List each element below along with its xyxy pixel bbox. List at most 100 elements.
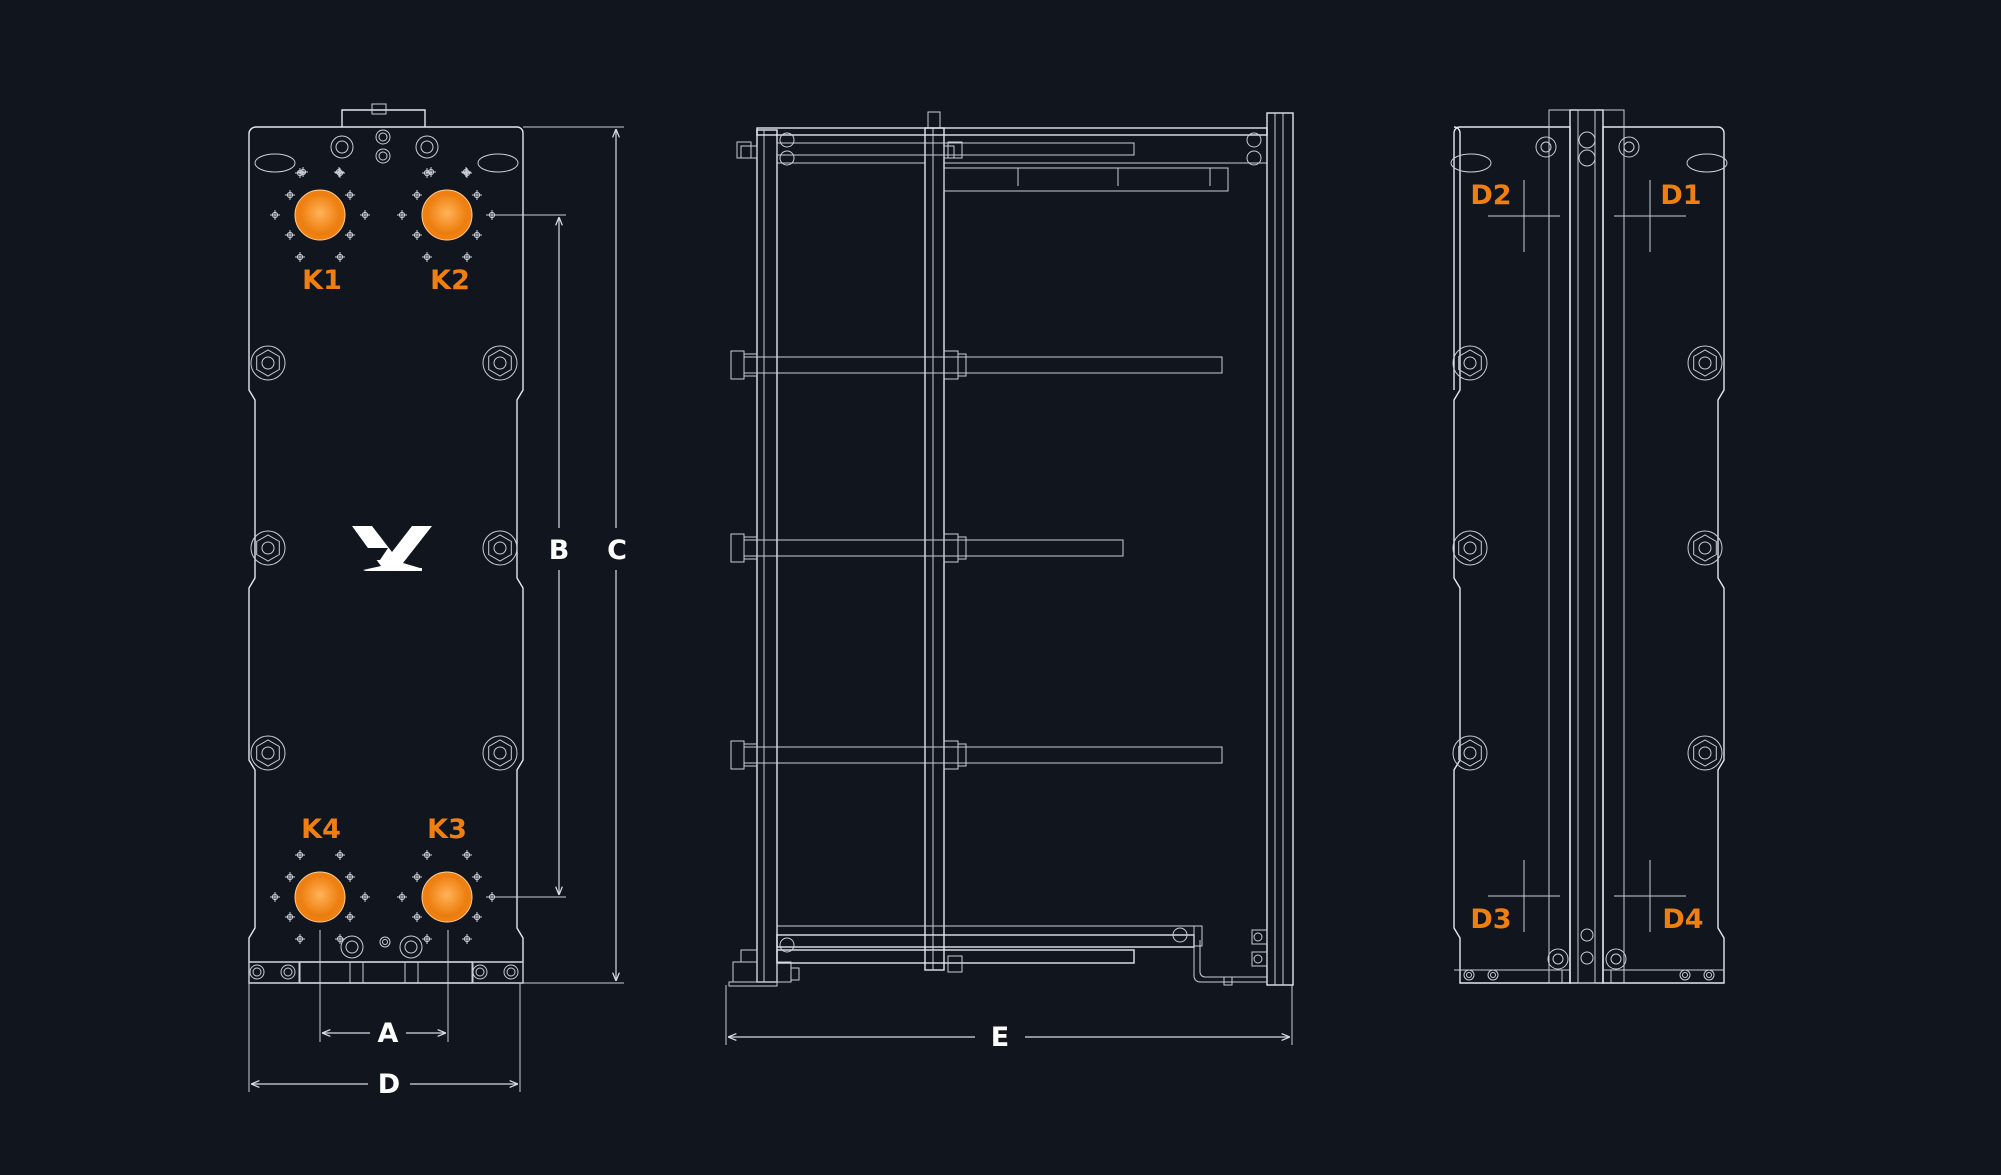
port-connection <box>421 871 473 923</box>
tie-bolt <box>1687 345 1723 381</box>
small-bolt <box>379 936 391 948</box>
stud-hole <box>472 230 482 240</box>
stud-hole <box>422 168 432 178</box>
tie-bolt <box>1452 530 1488 566</box>
stud-hole <box>285 190 295 200</box>
stud-hole <box>360 892 370 902</box>
stud-hole <box>462 850 472 860</box>
side-label-d3: D3 <box>1470 904 1511 935</box>
stud-hole <box>345 230 355 240</box>
tie-bolt <box>1687 735 1723 771</box>
small-bolt <box>375 129 391 145</box>
rod-nut <box>730 533 745 563</box>
port-label-k4: K4 <box>301 814 341 845</box>
stud-hole <box>285 912 295 922</box>
stud-hole <box>397 892 407 902</box>
stud-hole <box>462 252 472 262</box>
stud-hole <box>285 872 295 882</box>
rod-nut <box>947 955 963 973</box>
stud-hole <box>412 872 422 882</box>
port-label-k1: K1 <box>302 265 342 296</box>
stud-hole <box>462 934 472 944</box>
side-label-d1: D1 <box>1660 180 1701 211</box>
stud-hole <box>472 912 482 922</box>
rod-washer <box>957 536 967 560</box>
stud-hole <box>345 912 355 922</box>
rod-washer <box>957 743 967 767</box>
stud-hole <box>412 230 422 240</box>
small-bolt <box>249 964 265 980</box>
stud-hole <box>472 190 482 200</box>
stud-hole <box>412 190 422 200</box>
rod-washer <box>743 353 758 377</box>
small-bolt <box>472 964 488 980</box>
rod-nut <box>947 141 963 159</box>
small-bolt <box>399 935 423 959</box>
stud-hole <box>285 230 295 240</box>
side-view-frame <box>728 111 1294 987</box>
small-bolt <box>1605 948 1627 970</box>
small-bolt <box>1463 969 1475 981</box>
tie-bolt <box>1687 530 1723 566</box>
stud-hole <box>397 210 407 220</box>
rod-nut <box>943 350 959 380</box>
dimension-lines: B C A D E <box>248 126 1293 1100</box>
stud-hole <box>422 252 432 262</box>
small-bolt <box>1487 969 1499 981</box>
stud-hole <box>335 850 345 860</box>
front-view: K1 K2 K4 K3 <box>248 103 524 984</box>
stud-hole <box>298 167 308 177</box>
tie-bolt <box>482 530 518 566</box>
port-label-k3: K3 <box>427 814 467 845</box>
stud-hole <box>412 912 422 922</box>
rod-nut <box>730 350 745 380</box>
rod-washer <box>743 536 758 560</box>
stud-hole <box>461 167 471 177</box>
tie-bolt <box>250 530 286 566</box>
rod-nut <box>943 740 959 770</box>
small-bolt <box>1703 969 1715 981</box>
tie-bolt <box>1452 735 1488 771</box>
side-label-d2: D2 <box>1470 180 1511 211</box>
small-bolt <box>1679 969 1691 981</box>
dimension-label-b: B <box>549 535 570 566</box>
port-label-k2: K2 <box>430 265 470 296</box>
small-bolt <box>503 964 519 980</box>
small-bolt <box>375 148 391 164</box>
tie-rod <box>743 746 1223 764</box>
tie-bolt <box>482 345 518 381</box>
stud-hole <box>295 850 305 860</box>
x-logo-icon <box>352 526 432 571</box>
dimension-label-c: C <box>607 535 627 566</box>
rod-washer <box>957 353 967 377</box>
stud-hole <box>295 934 305 944</box>
rod-nut <box>730 740 745 770</box>
stud-hole <box>270 892 280 902</box>
small-bolt <box>280 964 296 980</box>
stud-hole <box>422 934 432 944</box>
stud-hole <box>295 252 305 262</box>
stud-hole <box>334 167 344 177</box>
stud-hole <box>472 872 482 882</box>
stud-hole <box>345 872 355 882</box>
stud-hole <box>426 167 436 177</box>
small-bolt <box>1618 136 1640 158</box>
rod-washer <box>743 743 758 767</box>
tie-bolt <box>1452 345 1488 381</box>
stud-hole <box>270 210 280 220</box>
tie-bolt <box>482 735 518 771</box>
small-bolt <box>415 135 439 159</box>
rod-nut <box>943 533 959 563</box>
tie-bolt <box>250 345 286 381</box>
stud-hole <box>335 252 345 262</box>
port-connection <box>294 871 346 923</box>
rear-view: D2 D1 D3 D4 <box>1450 109 1728 984</box>
dimension-label-a: A <box>378 1018 399 1049</box>
port-connection <box>421 189 473 241</box>
small-bolt <box>340 935 364 959</box>
small-bolt <box>1535 136 1557 158</box>
dimension-label-e: E <box>991 1022 1009 1053</box>
small-bolt <box>330 135 354 159</box>
